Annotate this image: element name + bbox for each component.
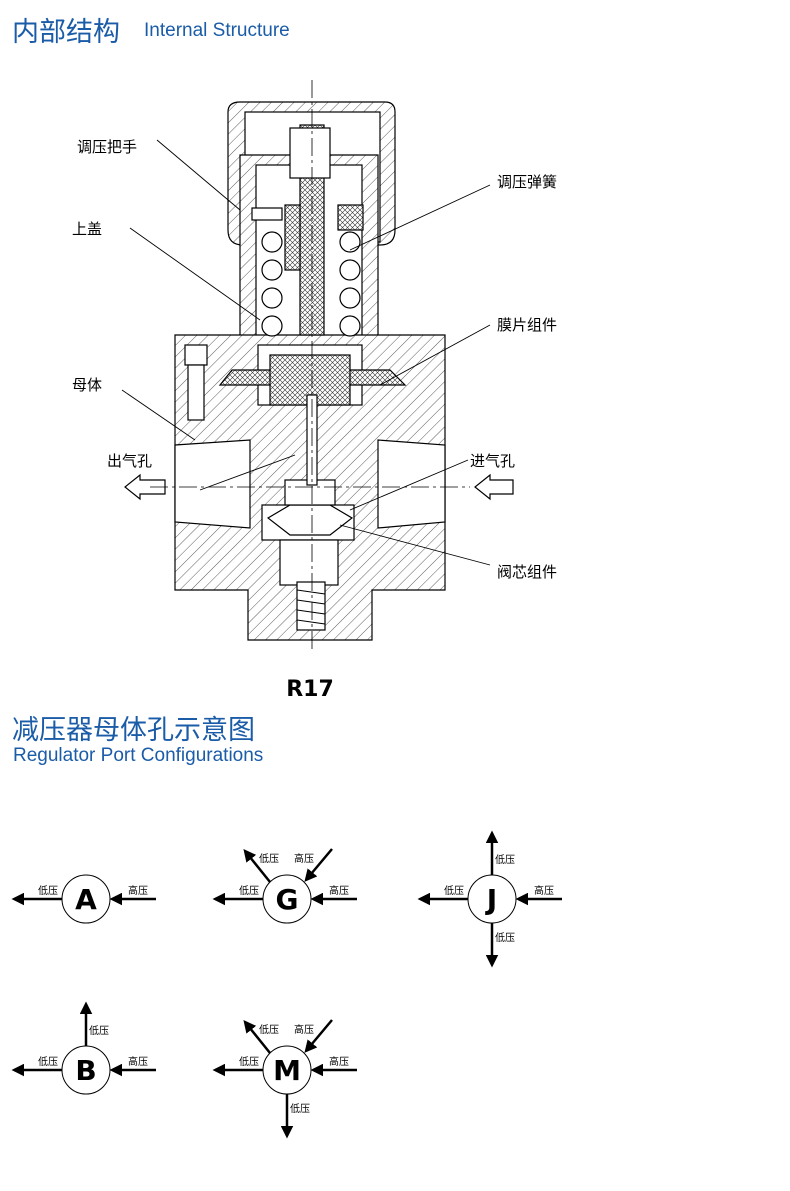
section-title-cn: 内部结构 — [12, 17, 120, 48]
high-pressure-label: 高压 — [534, 884, 554, 897]
label-outlet: 出气孔 — [107, 452, 152, 470]
port-circle — [61, 1045, 111, 1095]
leader-lines — [121, 139, 491, 566]
high-pressure-label: 高压 — [329, 884, 349, 897]
low-pressure-label: 低压 — [444, 884, 464, 897]
section2-title-cn: 减压器母体孔示意图 — [12, 715, 255, 746]
high-pressure-label: 高压 — [128, 1055, 148, 1068]
label-diaphragm: 膜片组件 — [497, 316, 557, 334]
low-pressure-arrow — [243, 849, 271, 883]
low-pressure-label: 低压 — [239, 884, 259, 897]
high-pressure-label: 高压 — [294, 852, 314, 865]
label-inlet: 进气孔 — [470, 452, 515, 470]
cross-section-drawing: 调压把手 上盖 母体 出气孔 调压弹簧 膜片组件 进气孔 阀芯组件 R17 — [72, 80, 557, 700]
low-pressure-label: 低压 — [38, 1055, 58, 1068]
high-pressure-arrow — [304, 848, 333, 882]
model-label: R17 — [286, 677, 334, 700]
low-pressure-label: 低压 — [290, 1102, 310, 1115]
port-circle — [467, 874, 517, 924]
outlet-arrow-icon — [124, 473, 166, 501]
port-letter: G — [276, 883, 299, 916]
label-bonnet: 上盖 — [72, 220, 102, 238]
label-valve: 阀芯组件 — [497, 563, 557, 581]
section-title-en: Internal Structure — [144, 20, 290, 41]
inlet-arrow-icon — [474, 473, 514, 501]
low-pressure-label: 低压 — [259, 852, 279, 865]
section2-title-en: Regulator Port Configurations — [13, 745, 264, 766]
label-body: 母体 — [72, 376, 102, 394]
high-pressure-label: 高压 — [128, 884, 148, 897]
port-circle — [262, 1045, 312, 1095]
port-letter: M — [273, 1054, 301, 1087]
high-pressure-label: 高压 — [294, 1023, 314, 1036]
label-spring: 调压弹簧 — [497, 173, 557, 191]
port-circle — [61, 874, 111, 924]
port-letter: B — [75, 1054, 96, 1087]
high-pressure-label: 高压 — [329, 1055, 349, 1068]
low-pressure-label: 低压 — [38, 884, 58, 897]
label-handle: 调压把手 — [77, 138, 137, 156]
port-letter: J — [485, 883, 497, 916]
high-pressure-arrow — [304, 1019, 333, 1053]
port-letter: A — [75, 883, 97, 916]
low-pressure-label: 低压 — [259, 1023, 279, 1036]
low-pressure-arrow — [243, 1020, 271, 1054]
outlet-port — [174, 439, 251, 529]
low-pressure-label: 低压 — [89, 1024, 109, 1037]
low-pressure-label: 低压 — [239, 1055, 259, 1068]
port-circle — [262, 874, 312, 924]
spring-coils — [261, 231, 361, 337]
low-pressure-label: 低压 — [495, 931, 515, 944]
low-pressure-label: 低压 — [495, 853, 515, 866]
